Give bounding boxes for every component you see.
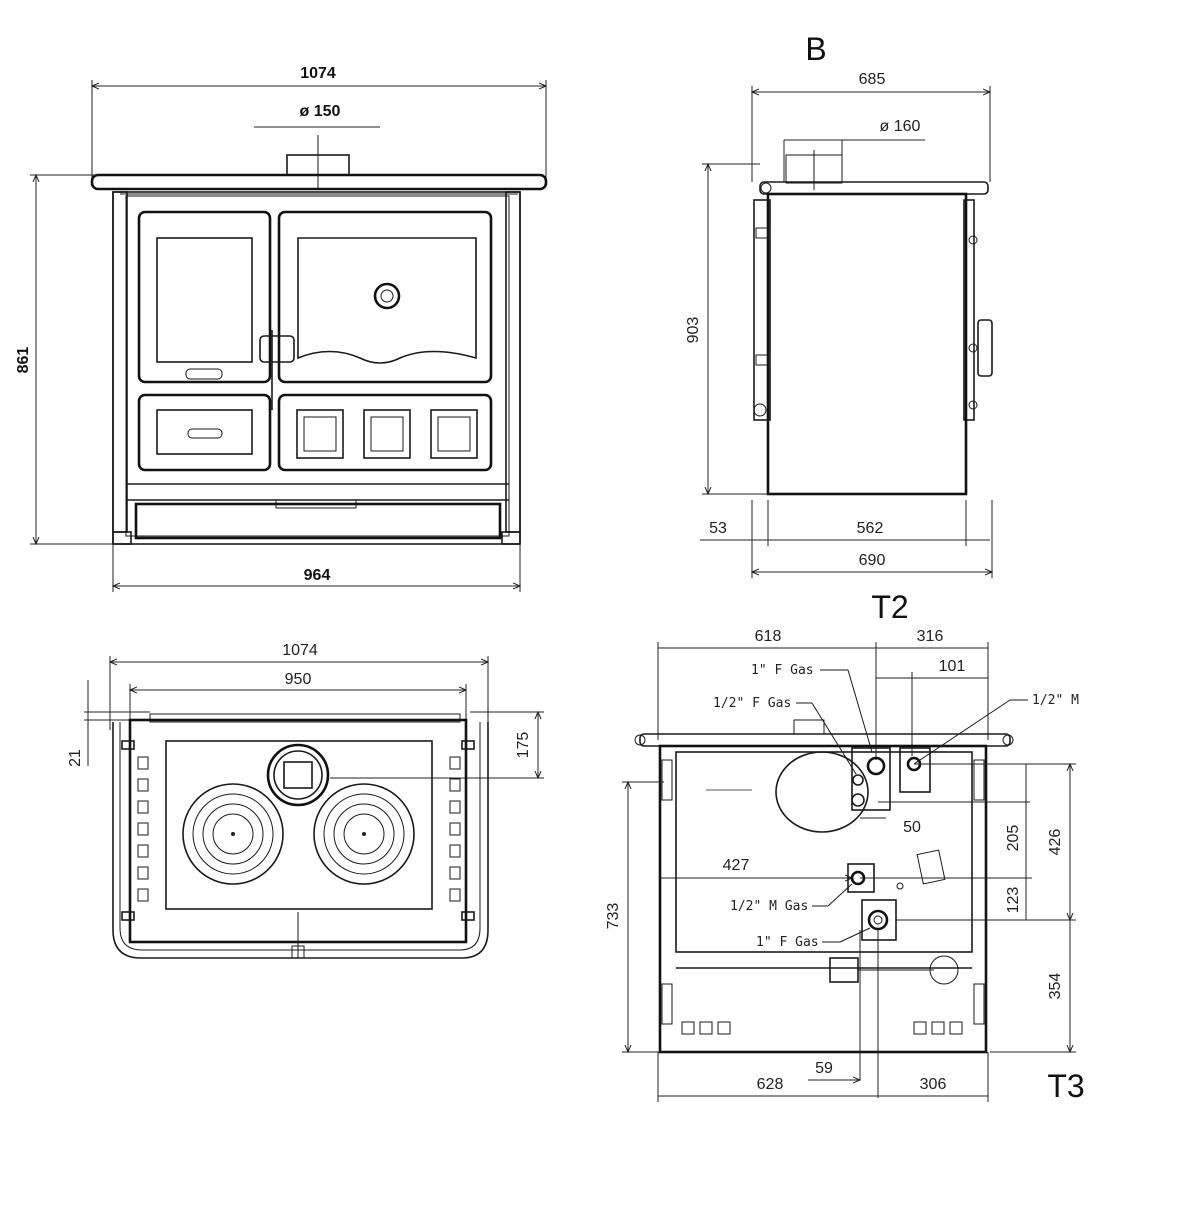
top-flue-outlet [266,743,330,807]
top-dim-175-label: 175 [515,732,532,759]
top-view: 1074 950 21 175 [67,642,544,959]
rear-dim-123: 123 [1005,887,1022,914]
top-inner-label: 950 [285,671,312,688]
side-height-label: 903 [685,317,702,344]
firebox-air-control [185,368,223,380]
rear-dim-618: 618 [755,628,782,645]
side-view-label: B [805,31,826,67]
connector-block-bottom [861,899,897,941]
rear-valve [916,849,946,885]
top-width-label: 1074 [282,642,318,659]
rear-body [658,744,988,1054]
storage-drawer [277,393,493,472]
connector-1f-gas-top [866,756,886,776]
front-height-label: 861 [15,347,32,374]
rear-dim-426: 426 [1047,829,1064,856]
cooking-plate [165,740,433,910]
plinth [134,502,502,540]
rear-dim-59: 59 [815,1060,833,1077]
rear-view: T2 T3 618 316 101 1" F Gas 1/2" F Gas 1/… [605,589,1085,1104]
rear-dim-628: 628 [757,1076,784,1093]
rear-dim-316: 316 [917,628,944,645]
label-t3: T3 [1047,1068,1084,1104]
door-handle [259,335,295,363]
ash-drawer [137,393,272,472]
rear-cooktop [639,733,1011,747]
rear-dim-306: 306 [920,1076,947,1093]
left-vents [137,756,149,902]
gas-label-1f-bottom: 1" F Gas [756,935,819,950]
drawer-square-2 [363,409,411,459]
side-view: B 685 ø 160 903 [685,31,992,578]
rear-dim-101: 101 [939,658,966,675]
hob-ring-right [313,783,415,885]
gas-label-half-f: 1/2" F Gas [713,696,791,711]
firebox-window [156,237,253,363]
rear-dim-354: 354 [1047,973,1064,1000]
gas-label-half-m-gas: 1/2" M Gas [730,899,808,914]
label-t2: T2 [871,589,908,625]
connector-half-f-gas [852,774,864,786]
side-flue-label: ø 160 [880,118,921,135]
front-width-label: 1074 [300,65,336,82]
right-vents [449,756,461,902]
side-top-label: 685 [859,71,886,88]
drawer-square-3 [430,409,478,459]
side-total-label: 690 [859,552,886,569]
firebox-door [137,210,272,384]
oven-thermometer-icon [373,282,401,310]
drawer-square-1 [296,409,344,459]
rear-dim-50: 50 [903,819,921,836]
connector-1f-gas-bottom [867,909,889,931]
ash-drawer-panel [156,409,253,455]
rear-dim-733: 733 [605,903,622,930]
front-flue-label: ø 150 [300,103,341,120]
gas-label-half-m-top: 1/2" M [1032,693,1079,708]
cooktop-plate [90,173,548,191]
hob-ring-left [182,783,284,885]
front-base-label: 964 [304,567,331,584]
rear-dim-205: 205 [1005,825,1022,852]
drain-fitting [829,957,859,983]
ash-drawer-control [187,428,223,439]
top-dim-21-label: 21 [67,749,84,767]
stove-body [112,191,521,545]
oven-window [297,237,477,364]
connector-block-right [899,747,931,793]
side-handle [977,319,993,377]
side-body [766,192,968,496]
front-view: 1074 ø 150 [15,65,548,592]
side-cooktop [759,181,989,195]
connector-block-left [851,747,891,811]
oven-door [277,210,493,384]
rear-flue-opening [775,751,869,833]
side-offset-label: 53 [709,520,727,537]
gas-label-1f-top: 1" F Gas [751,663,814,678]
side-body-label: 562 [857,520,884,537]
rear-dim-427: 427 [723,857,750,874]
